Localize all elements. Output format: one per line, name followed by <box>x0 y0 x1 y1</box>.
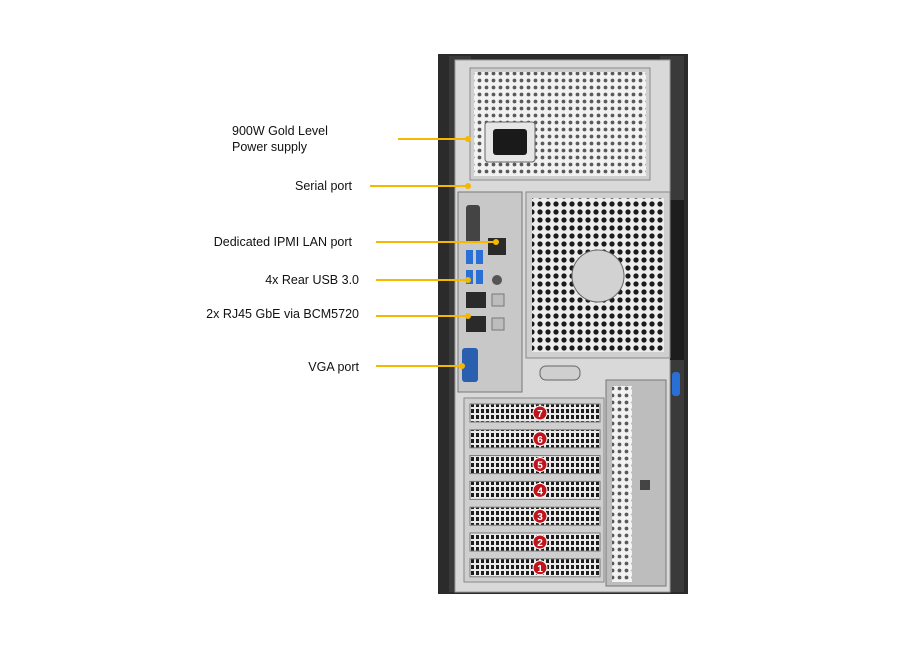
expansion-slot: 3 <box>469 506 601 526</box>
slot-number-badge <box>532 534 548 550</box>
serial-port-label: Serial port <box>295 179 352 193</box>
psu-label-line1: 900W Gold Level <box>232 124 328 138</box>
slot-number-badge <box>532 457 548 473</box>
slot-number-badge <box>532 508 548 524</box>
callout-dots <box>459 136 499 369</box>
rj45-port-icon <box>466 292 486 308</box>
expansion-slot: 6 <box>469 429 601 449</box>
rj45-label: 2x RJ45 GbE via BCM5720 <box>206 307 359 321</box>
vga-port-label: VGA port <box>308 360 359 374</box>
usb-port-icon <box>466 250 473 264</box>
serial-port-icon <box>466 205 480 243</box>
slot-number-badge <box>532 431 548 447</box>
slot-number-badge <box>532 405 548 421</box>
io-shield <box>457 191 523 393</box>
expansion-slot: 2 <box>469 532 601 552</box>
slot-number-label: 7 <box>537 409 543 420</box>
psu-label: 900W Gold Level Power supply <box>232 123 328 155</box>
release-latch-icon <box>672 372 680 396</box>
slot-number-label: 3 <box>537 512 543 523</box>
fan-hub-icon <box>571 249 625 303</box>
callout-lines <box>370 138 496 367</box>
power-inlet-icon <box>493 129 527 155</box>
usb-port-icon <box>466 270 473 284</box>
slot-number-label: 1 <box>537 564 543 575</box>
expansion-slot: 5 <box>469 455 601 475</box>
psu-label-line2: Power supply <box>232 140 308 154</box>
rj45-port-icon <box>466 316 486 332</box>
slot-number-badge <box>532 482 548 498</box>
rear-fan <box>525 191 671 381</box>
usb-port-icon <box>476 250 483 264</box>
usb-label: 4x Rear USB 3.0 <box>265 273 359 287</box>
slot-number-label: 5 <box>537 461 543 472</box>
ipmi-lan-port-label: Dedicated IPMI LAN port <box>213 235 352 249</box>
slot-number-badge <box>532 560 548 576</box>
expansion-slot: 1 <box>469 558 601 578</box>
expansion-slots: 7 6 5 4 3 2 1 <box>469 403 601 578</box>
slot-number-label: 2 <box>537 538 543 549</box>
usb-port-icon <box>476 270 483 284</box>
slot-number-label: 6 <box>537 435 543 446</box>
power-supply <box>469 67 651 181</box>
slot-number-label: 4 <box>537 486 543 497</box>
expansion-slot: 7 <box>469 403 601 423</box>
expansion-slot: 4 <box>469 480 601 500</box>
vga-port-icon <box>462 348 478 382</box>
